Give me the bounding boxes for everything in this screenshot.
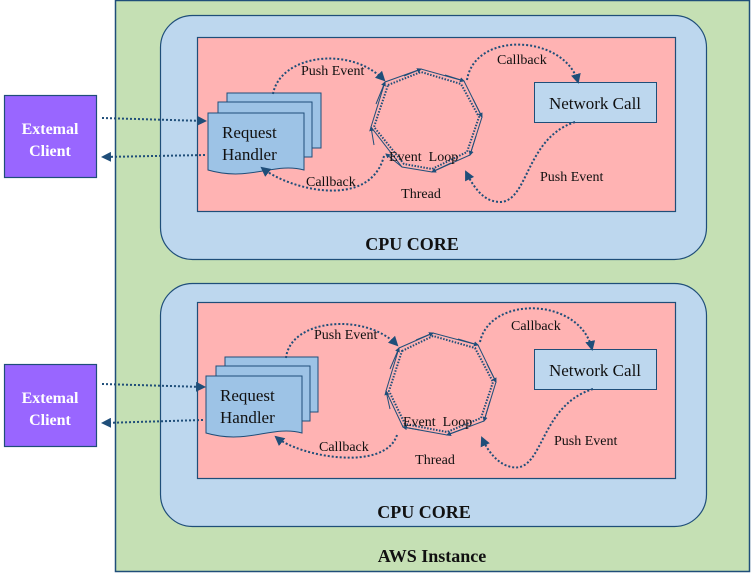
push-event-arrow [285, 323, 399, 359]
flow-arrows [274, 307, 596, 469]
cpu-core-2: CPU CORE Request Handler Network Call [159, 282, 708, 528]
response-arrow [101, 151, 206, 162]
external-client-label-2: Client [29, 143, 71, 160]
event-loop-label: Event Loop [389, 150, 458, 165]
callback-to-network-arrow [479, 307, 596, 351]
push-event-return-arrow [465, 121, 576, 203]
client-request-flows-2 [101, 381, 206, 428]
network-call[interactable]: Network Call [534, 349, 657, 390]
push-event-arrow [272, 57, 386, 95]
thread-label: Thread [401, 187, 441, 202]
event-loop-arrows [369, 68, 483, 173]
aws-instance-label: AWS Instance [378, 546, 487, 566]
push-event-top-label: Push Event [314, 328, 378, 343]
external-client-label-2: Client [29, 412, 71, 429]
request-handler-label-1: Request [220, 386, 275, 405]
cpu-core-1: CPU CORE Request Handler Network Call [159, 14, 708, 261]
callback-to-handler-arrow [274, 434, 398, 459]
request-arrow [101, 381, 206, 392]
external-client-label-1: Extemal [22, 390, 79, 407]
callback-to-handler-arrow [260, 155, 385, 192]
network-call-label: Network Call [549, 94, 641, 113]
external-client-2[interactable]: Extemal Client [3, 363, 98, 448]
callback-top-label: Callback [511, 319, 561, 334]
callback-top-label: Callback [497, 53, 547, 68]
callback-bottom-label: Callback [319, 440, 369, 455]
callback-bottom-label: Callback [306, 175, 356, 190]
external-client-label-1: Extemal [22, 121, 79, 138]
thread-label: Thread [415, 453, 455, 468]
request-handler[interactable]: Request Handler [205, 356, 319, 438]
push-event-top-label: Push Event [301, 64, 365, 79]
request-arrow [101, 115, 207, 126]
cpu-core-label: CPU CORE [365, 234, 459, 254]
cpu-core-label: CPU CORE [377, 502, 471, 522]
callback-to-network-arrow [466, 43, 581, 84]
request-handler[interactable]: Request Handler [207, 92, 322, 175]
request-handler-label-2: Handler [220, 408, 275, 427]
push-event-bottom-label: Push Event [554, 434, 618, 449]
network-call[interactable]: Network Call [534, 82, 657, 123]
request-handler-label-1: Request [222, 123, 277, 142]
network-call-label: Network Call [549, 361, 641, 380]
response-arrow [101, 417, 204, 428]
push-event-bottom-label: Push Event [540, 170, 604, 185]
push-event-return-arrow [480, 388, 594, 469]
request-handler-label-2: Handler [222, 145, 277, 164]
flow-arrows [260, 43, 581, 203]
event-loop-label: Event Loop [403, 415, 472, 430]
external-client-1[interactable]: Extemal Client [3, 94, 98, 179]
event-loop-arrows [384, 332, 497, 436]
client-request-flows-1 [101, 115, 207, 162]
